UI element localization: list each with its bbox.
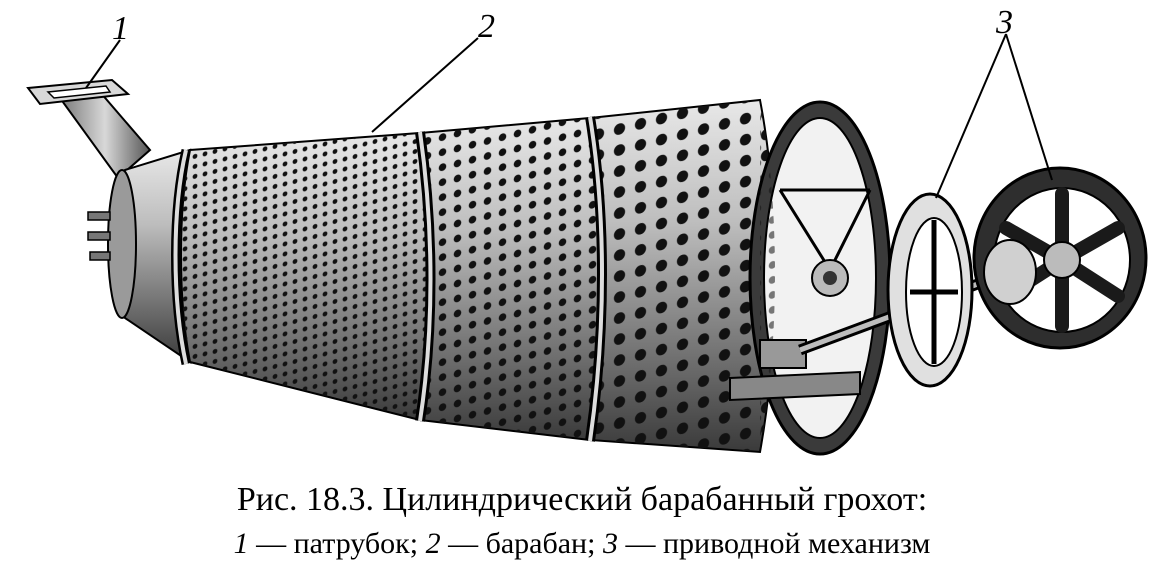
- figure-caption: Рис. 18.3. Цилиндрический барабанный гро…: [0, 478, 1164, 566]
- drive-mechanism: [729, 166, 1148, 402]
- callout-1: 1: [112, 10, 129, 47]
- legend-text-2: — барабан;: [440, 527, 603, 560]
- legend-num-1: 1: [233, 527, 249, 560]
- drum-end-cap: [87, 148, 192, 365]
- inlet-pipe: [26, 78, 152, 180]
- legend-num-2: 2: [425, 527, 441, 560]
- legend-text-3: — приводной механизм: [617, 527, 931, 560]
- drum-discharge-end: [748, 100, 892, 456]
- drum-screen-illustration: [26, 33, 1148, 456]
- callout-leaders: [85, 33, 1053, 199]
- drum-shell: [171, 98, 776, 454]
- callout-2: 2: [478, 8, 495, 45]
- legend-num-3: 3: [602, 527, 618, 560]
- caption-title: Рис. 18.3. Цилиндрический барабанный гро…: [236, 481, 928, 518]
- legend-text-1: — патрубок;: [248, 527, 426, 560]
- callout-3: 3: [996, 4, 1013, 41]
- caption-legend: 1 — патрубок; 2 — барабан; 3 — приводной…: [0, 522, 1164, 566]
